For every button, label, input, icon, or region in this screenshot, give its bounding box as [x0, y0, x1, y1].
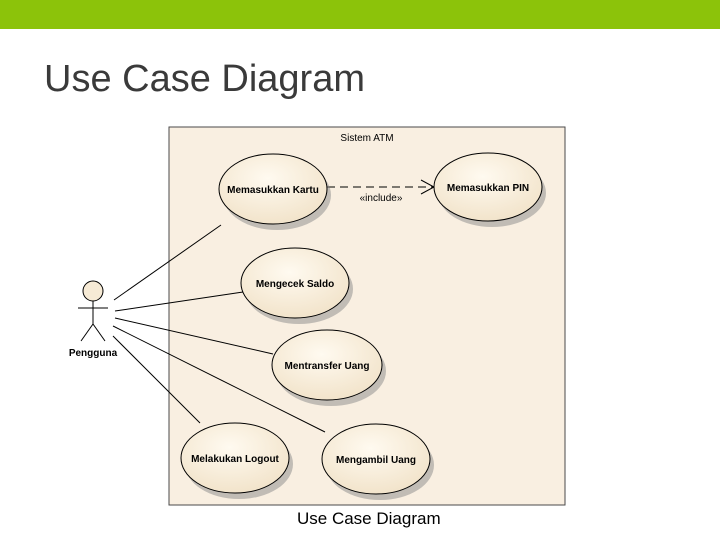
usecase-mengambil-uang[interactable]: Mengambil Uang: [321, 423, 434, 500]
association-memasukkan-kartu: [113, 224, 222, 301]
association-melakukan-logout: [112, 335, 201, 424]
usecase-memasukkan-kartu[interactable]: Memasukkan Kartu: [218, 153, 331, 230]
association-mengecek-saldo: [114, 291, 244, 312]
usecase-label-mengecek-saldo: Mengecek Saldo: [256, 279, 334, 290]
association-mengambil-uang: [112, 325, 326, 433]
usecase-mengecek-saldo[interactable]: Mengecek Saldo: [240, 247, 353, 324]
usecase-label-memasukkan-kartu: Memasukkan Kartu: [227, 185, 319, 196]
include-label: «include»: [360, 193, 403, 204]
slide-title: Use Case Diagram: [44, 58, 365, 100]
association-mentransfer-uang: [114, 317, 274, 355]
usecase-label-memasukkan-pin: Memasukkan PIN: [447, 183, 529, 194]
top-accent-bar: [0, 0, 720, 29]
actor-head: [82, 280, 104, 302]
usecase-label-mentransfer-uang: Mentransfer Uang: [284, 361, 369, 372]
actor-pengguna[interactable]: [78, 280, 108, 342]
usecase-label-melakukan-logout: Melakukan Logout: [191, 454, 279, 465]
usecase-mentransfer-uang[interactable]: Mentransfer Uang: [271, 329, 386, 406]
system-name: Sistem ATM: [340, 133, 393, 144]
usecase-melakukan-logout[interactable]: Melakukan Logout: [180, 422, 293, 499]
association-lines: [112, 224, 326, 433]
diagram-caption: Use Case Diagram: [297, 509, 441, 528]
actor-label: Pengguna: [69, 348, 118, 359]
actor-right-leg: [92, 323, 106, 342]
actor-left-leg: [80, 323, 94, 342]
usecase-memasukkan-pin[interactable]: Memasukkan PIN: [433, 152, 546, 227]
usecase-label-mengambil-uang: Mengambil Uang: [336, 455, 416, 466]
